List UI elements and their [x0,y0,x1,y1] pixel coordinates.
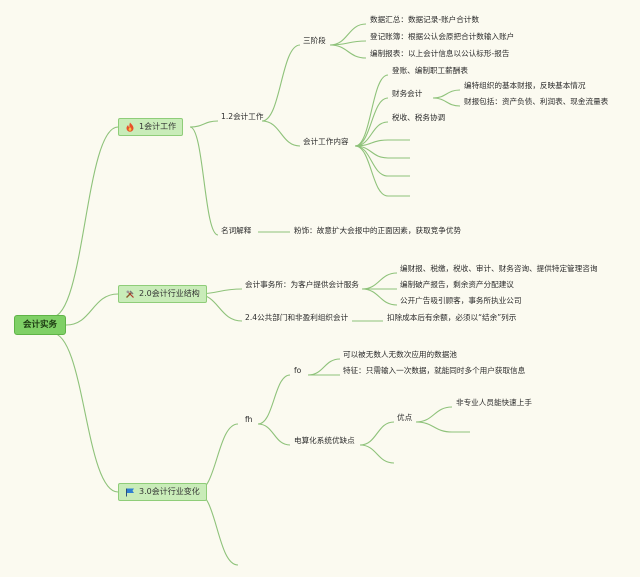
connector [195,423,239,493]
stage-item[interactable]: 编制报表：以上会计信息以公认标形-报告 [370,49,510,58]
branch-label: 3.0会计行业变化 [139,487,200,496]
connector [361,272,398,290]
fo-item[interactable]: 特征：只需输入一次数据，就能同时多个用户获取信息 [343,366,526,375]
connector [354,97,389,147]
connector [354,74,389,147]
topic-accounting-firm[interactable]: 会计事务所：为客户提供会计服务 [245,280,359,289]
firm-item[interactable]: 公开广告吸引顾客，事务所执业公司 [400,296,522,305]
topic-advantages[interactable]: 优点 [397,413,413,422]
topic-fo[interactable]: fo [294,366,302,375]
content-item[interactable]: 登账、编制职工薪酬表 [392,66,468,75]
branch-node-accounting-work[interactable]: 1会计工作 [118,118,184,136]
firm-item[interactable]: 编财报、税缴，税收、审计、财务咨询、提供特定管理咨询 [400,264,598,273]
connector-root-branch2 [65,293,119,326]
connector [195,491,239,566]
connector [261,120,301,147]
stage-item[interactable]: 数据汇总：数据记录-账户合计数 [370,15,480,24]
term-description[interactable]: 粉饰：故意扩大会报中的正面因素，获取竞争优势 [294,226,462,235]
flag-icon [125,487,135,497]
connector [307,358,341,376]
connector [257,423,291,446]
branch-label: 1会计工作 [139,122,177,131]
firm-item[interactable]: 编制破产报告，剩余资产分配建议 [400,280,514,289]
fo-item[interactable]: 可以被无数人无数次应用的数据池 [343,350,457,359]
connector [354,145,389,197]
connector [354,121,389,147]
connector [415,421,453,433]
root-node[interactable]: 会计实务 [14,315,67,335]
branch-label: 2.0会计行业结构 [139,289,200,298]
public-description[interactable]: 扣除成本后有余额，必须以“结余”列示 [387,313,517,322]
tools-icon [125,289,135,299]
connector [415,406,453,423]
financial-item[interactable]: 财报包括：资产负债、利润表、现金流量表 [464,97,609,106]
topic-public-sector[interactable]: 2.4公共部门和非盈利组织会计 [245,313,349,322]
connector [359,444,395,464]
topic-fh[interactable]: fh [245,415,253,424]
branch-node-industry-change[interactable]: 3.0会计行业变化 [118,483,207,501]
stage-item[interactable]: 登记账簿：根据公认会原把合计数输入账户 [370,32,515,41]
connector [359,421,395,446]
connector [329,44,367,59]
branch-node-industry-structure[interactable]: 2.0会计行业结构 [118,285,207,303]
content-item-financial-accounting[interactable]: 财务会计 [392,89,423,98]
connector [189,126,219,236]
financial-item[interactable]: 编特组织的基本财报，反映基本情况 [464,81,586,90]
connector [432,89,461,99]
connector-root-branch3 [51,332,119,493]
fire-icon [125,122,135,132]
topic-three-stages[interactable]: 三阶段 [303,36,326,45]
topic-term-explanation[interactable]: 名词解释 [221,226,252,235]
topic-1-2-accounting-work[interactable]: 1.2会计工作 [221,112,264,121]
connector-root-branch1 [51,126,119,318]
connector [189,120,219,128]
connector [261,44,301,122]
topic-work-content[interactable]: 会计工作内容 [303,137,349,146]
connector [257,374,291,425]
connector [432,97,461,107]
advantage-item[interactable]: 非专业人员能快速上手 [456,398,532,407]
content-item[interactable]: 税收、税务协调 [392,113,446,122]
topic-computerized-system[interactable]: 电算化系统优缺点 [294,436,355,445]
connector [329,40,367,46]
connector [329,23,367,46]
connector [361,288,398,306]
